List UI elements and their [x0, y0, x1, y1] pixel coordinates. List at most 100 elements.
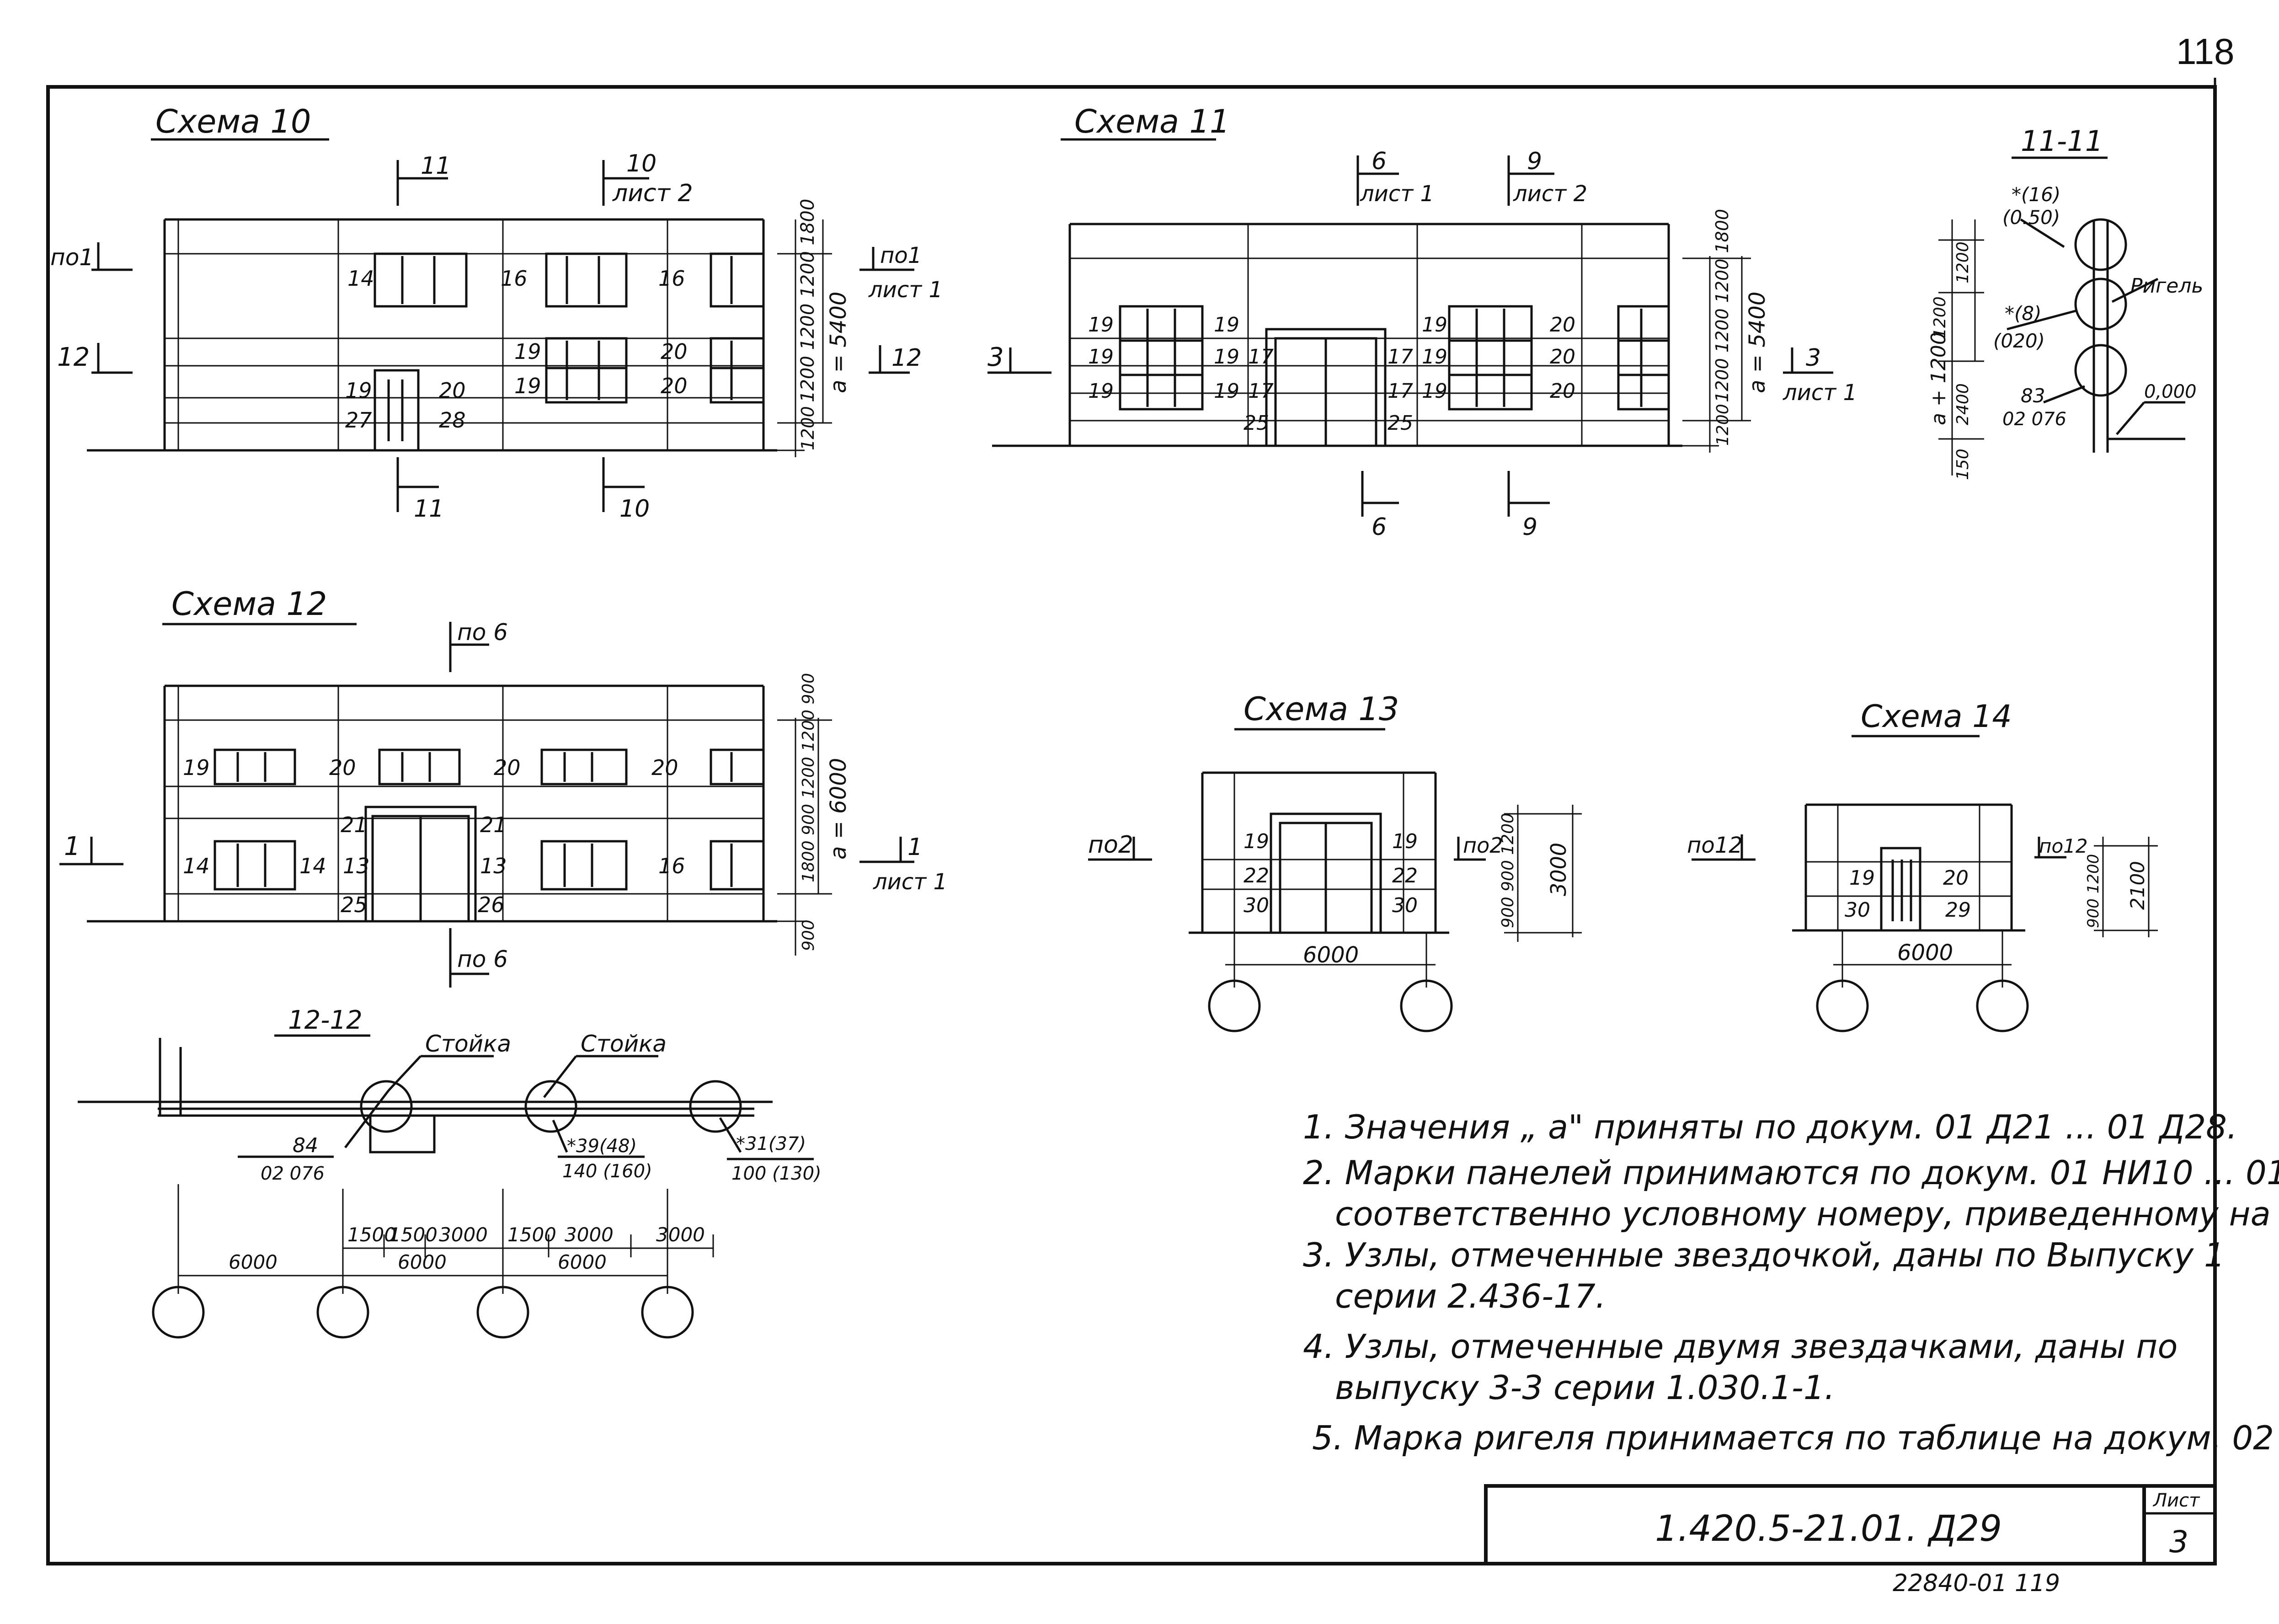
s10-panel: 14 — [347, 266, 374, 291]
scheme-14: Схема 14 19 20 30 29 — [1687, 699, 2158, 1032]
s14-panel: 19 — [1849, 866, 1875, 890]
s11-left-mark: 3 — [987, 342, 1004, 372]
s12-right-mark-num: 1 — [907, 833, 923, 861]
note-line: 5. Марка ригеля принимается по таблице н… — [1312, 1419, 2279, 1457]
s14-panel: 20 — [1943, 866, 1969, 890]
s11-dim-base: 1200 — [1713, 404, 1732, 446]
s14-dim-total: 2100 — [2126, 861, 2149, 910]
s1212-dim-big: 6000 — [398, 1251, 447, 1273]
title-code: 1.420.5-21.01. Д29 — [1655, 1508, 2002, 1549]
scheme-11-title: Схема 11 — [1074, 103, 1230, 140]
s11-panel: 19 — [1214, 345, 1239, 369]
s11-dim-a: a = 5400 — [1745, 292, 1770, 393]
s1212-stoika-2: Стойка — [581, 1031, 667, 1057]
s1212-node-3b: 100 (130) — [731, 1163, 822, 1184]
s10-right-mark-2: 12 — [891, 344, 922, 372]
s13-right-mark: по2 — [1463, 833, 1503, 858]
s14-dim-stack: 900 1200 — [2084, 854, 2103, 928]
note-line: выпуску 3-3 серии 1.030.1-1. — [1335, 1368, 1835, 1407]
s13-panel: 19 — [1244, 830, 1269, 853]
s10-panel: 16 — [501, 266, 528, 291]
s11-cut-b-num: 9 — [1527, 148, 1542, 175]
s1212-stoika-1: Стойка — [425, 1031, 511, 1057]
s10-dim-a: a = 5400 — [826, 292, 851, 393]
s13-bottom-dim: 6000 — [1303, 942, 1359, 968]
s1111-dim-a: a + 1200 — [1927, 332, 1950, 425]
s10-panel: 16 — [658, 266, 685, 291]
s10-dim-stack: 1200 1200 1200 1800 — [797, 199, 818, 402]
s12-left-mark: 1 — [64, 832, 80, 861]
scheme-10: Схема 10 — [50, 103, 943, 523]
s12-panel: 16 — [658, 854, 685, 878]
s11-panel: 19 — [1422, 379, 1447, 403]
s1212-dim-big: 6000 — [558, 1251, 607, 1273]
s10-panel: 20 — [661, 374, 688, 398]
s11-dim-stack: 1200 1200 1200 1800 — [1712, 209, 1732, 402]
s1111-node-2: *(8) — [2005, 302, 2042, 325]
note-line: серии 2.436-17. — [1335, 1277, 1606, 1315]
title-sheet-number: 3 — [2169, 1524, 2188, 1560]
s11-panel: 20 — [1550, 345, 1575, 369]
s11-panel: 17 — [1248, 379, 1274, 403]
s11-panel: 25 — [1388, 411, 1413, 435]
s1111-dim-1200a: 1200 — [1953, 241, 1972, 283]
s10-panel: 19 — [514, 339, 541, 364]
s11-panel: 25 — [1244, 411, 1269, 435]
s11-cut-a-sheet: лист 1 — [1360, 181, 1434, 207]
s1212-node-2: *39(48) — [567, 1136, 637, 1157]
s1111-title: 11-11 — [2021, 124, 2103, 158]
s12-dim-base: 900 — [799, 919, 818, 951]
s11-right-mark-num: 3 — [1806, 344, 1821, 372]
s10-cut-top-b-sheet: лист 2 — [612, 180, 693, 207]
s13-panel: 22 — [1244, 864, 1269, 887]
s1111-node-3b: 02 076 — [2002, 409, 2066, 430]
s10-panel: 19 — [345, 378, 372, 403]
s1111-node-1: *(16) — [2012, 183, 2060, 206]
s1111-node-1b: (0.50) — [2002, 206, 2060, 229]
s1111-dim-2400: 2400 — [1953, 383, 1972, 425]
s12-panel: 20 — [494, 755, 521, 780]
s14-left-mark: по12 — [1687, 833, 1743, 858]
s1212-dim-small: 1500 — [347, 1223, 396, 1246]
s1111-dim-150: 150 — [1953, 449, 1972, 480]
s1111-level: 0,000 — [2144, 381, 2197, 402]
scheme-11: Схема 11 — [987, 103, 1857, 541]
scheme-13-title: Схема 13 — [1244, 690, 1399, 728]
s10-cut-top-b-num: 10 — [626, 150, 656, 177]
s1212-node-2b: 140 (160) — [562, 1161, 652, 1182]
notes: 1. Значения „ а" приняты по докум. 01 Д2… — [1303, 1108, 2279, 1457]
scheme-12-title: Схема 12 — [171, 585, 327, 623]
s1111-node-3: 83 — [2021, 385, 2045, 407]
title-sheet-label: Лист — [2152, 1490, 2200, 1511]
s12-panel: 19 — [183, 755, 210, 780]
s10-panel: 20 — [661, 339, 688, 364]
s10-panel: 20 — [439, 378, 466, 403]
scheme-14-title: Схема 14 — [1861, 699, 2012, 735]
s10-right-mark-1-sheet: лист 1 — [868, 277, 943, 303]
s10-panel: 19 — [514, 374, 541, 398]
s11-right-mark-sheet: лист 1 — [1783, 380, 1857, 406]
title-block: 1.420.5-21.01. Д29 Лист 3 22840-01 119 — [1484, 1484, 2217, 1597]
s13-panel: 30 — [1392, 894, 1418, 917]
s11-panel: 19 — [1214, 313, 1239, 337]
s1111-rigel: Ригель — [2130, 274, 2203, 298]
s13-dim-stack: 900 900 1200 — [1499, 813, 1517, 928]
sheet-frame — [46, 85, 2217, 1565]
s10-left-mark-1: по1 — [50, 244, 94, 271]
s12-panel: 20 — [329, 755, 356, 780]
s1212-node-1: 84 — [293, 1134, 318, 1157]
s13-left-mark: по2 — [1088, 831, 1133, 859]
s13-dim-total: 3000 — [1546, 843, 1571, 896]
s10-panel: 27 — [345, 408, 372, 433]
section-12-12: 12-12 Стойка Стойка 84 02 076 *3 — [78, 1005, 822, 1339]
s1212-dim-small: 1500 — [507, 1223, 556, 1246]
s11-panel: 17 — [1388, 379, 1413, 403]
s12-panel: 20 — [651, 755, 678, 780]
s1212-node-3: *31(37) — [736, 1133, 806, 1154]
s1111-dim-1200b: 1200 — [1931, 296, 1949, 338]
s11-panel: 20 — [1550, 379, 1575, 403]
s12-cut-top: по 6 — [457, 619, 508, 646]
s11-panel: 19 — [1088, 313, 1114, 337]
s10-panel: 28 — [439, 408, 466, 433]
